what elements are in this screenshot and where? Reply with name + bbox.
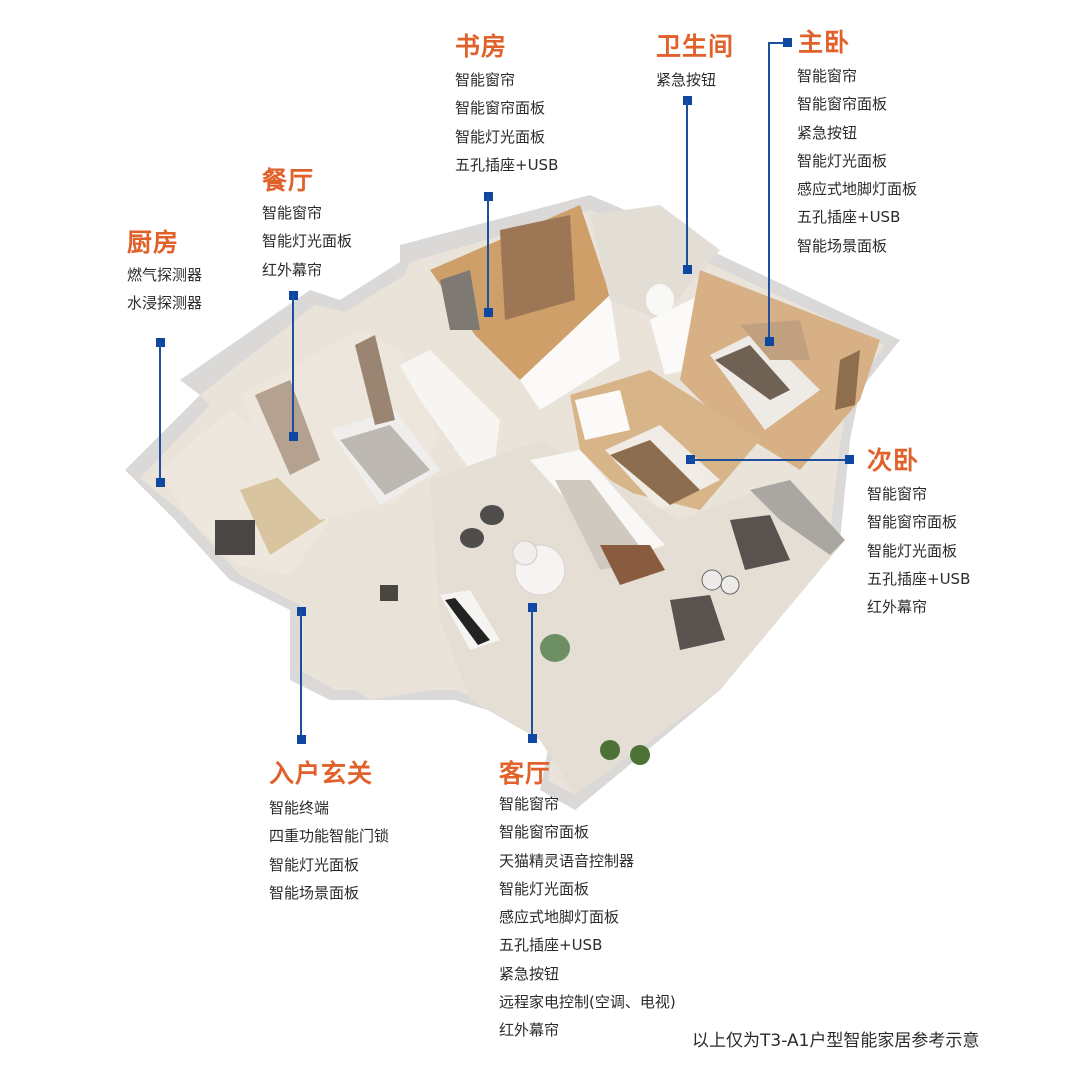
- connector-line: [292, 295, 294, 437]
- room-title: 次卧: [867, 446, 920, 475]
- device-item: 智能场景面板: [797, 236, 888, 255]
- device-item: 智能窗帘面板: [867, 513, 958, 532]
- device-list: 智能窗帘 智能窗帘面板 智能灯光面板 五孔插座+USB 红外幕帘: [867, 480, 970, 621]
- device-item: 水浸探测器: [127, 294, 203, 313]
- device-item: 智能窗帘: [499, 795, 560, 813]
- device-item: 紧急按钮: [656, 71, 717, 89]
- room-title: 书房: [455, 32, 508, 61]
- device-item: 五孔插座+USB: [867, 569, 971, 588]
- device-item: 红外幕帘: [867, 598, 928, 617]
- connector-dot: [289, 432, 298, 441]
- device-item: 智能终端: [269, 799, 330, 817]
- connector-dot: [156, 478, 165, 487]
- device-item: 五孔插座+USB: [797, 208, 901, 227]
- device-item: 红外幕帘: [262, 260, 323, 279]
- connector-dot: [528, 734, 537, 743]
- connector-line: [768, 42, 770, 342]
- footnote: 以上仅为T3-A1户型智能家居参考示意: [692, 1031, 980, 1051]
- device-item: 智能窗帘: [867, 485, 928, 503]
- device-item: 智能窗帘面板: [455, 99, 546, 118]
- room-title: 餐厅: [262, 166, 315, 195]
- connector-line: [300, 611, 302, 739]
- room-title: 厨房: [127, 228, 180, 257]
- device-list: 紧急按钮: [656, 66, 716, 94]
- device-item: 感应式地脚灯面板: [499, 908, 620, 927]
- connector-dot: [783, 38, 792, 47]
- device-item: 智能窗帘: [262, 204, 323, 222]
- connector-dot: [484, 308, 493, 317]
- device-item: 智能灯光面板: [269, 855, 360, 874]
- device-list: 燃气探测器 水浸探测器: [127, 261, 202, 318]
- device-item: 智能窗帘: [455, 71, 516, 89]
- connector-line: [768, 42, 785, 44]
- connector-line: [159, 342, 161, 482]
- device-item: 智能灯光面板: [455, 127, 546, 146]
- device-item: 五孔插座+USB: [499, 936, 603, 955]
- device-item: 智能窗帘: [797, 67, 858, 85]
- device-list: 智能终端 四重功能智能门锁 智能灯光面板 智能场景面板: [269, 794, 389, 907]
- device-item: 感应式地脚灯面板: [797, 180, 918, 199]
- device-item: 紧急按钮: [797, 123, 858, 142]
- device-item: 智能场景面板: [269, 883, 360, 902]
- device-list: 智能窗帘 智能灯光面板 红外幕帘: [262, 199, 352, 284]
- device-list: 智能窗帘 智能窗帘面板 天猫精灵语音控制器 智能灯光面板 感应式地脚灯面板 五孔…: [499, 790, 676, 1045]
- device-item: 五孔插座+USB: [455, 155, 559, 174]
- room-title: 主卧: [798, 28, 851, 57]
- connector-dot: [297, 735, 306, 744]
- device-item: 智能灯光面板: [797, 151, 888, 170]
- device-list: 智能窗帘 智能窗帘面板 智能灯光面板 五孔插座+USB: [455, 66, 558, 179]
- connector-dot: [765, 337, 774, 346]
- connector-dot: [845, 455, 854, 464]
- device-item: 智能窗帘面板: [499, 823, 590, 842]
- room-title: 入户玄关: [269, 759, 374, 788]
- device-item: 远程家电控制(空调、电视): [499, 993, 676, 1012]
- connector-line: [690, 459, 848, 461]
- room-title: 客厅: [499, 759, 552, 788]
- device-item: 智能灯光面板: [867, 541, 958, 560]
- connector-line: [487, 196, 489, 312]
- room-title: 卫生间: [656, 32, 735, 61]
- connector-line: [531, 607, 533, 737]
- device-item: 智能灯光面板: [499, 879, 590, 898]
- device-item: 天猫精灵语音控制器: [499, 851, 635, 870]
- device-item: 红外幕帘: [499, 1021, 560, 1040]
- device-item: 燃气探测器: [127, 266, 203, 284]
- device-item: 智能窗帘面板: [797, 95, 888, 114]
- connector-dot: [683, 265, 692, 274]
- device-list: 智能窗帘 智能窗帘面板 紧急按钮 智能灯光面板 感应式地脚灯面板 五孔插座+US…: [797, 62, 917, 260]
- device-item: 紧急按钮: [499, 964, 560, 983]
- device-item: 智能灯光面板: [262, 232, 353, 251]
- device-item: 四重功能智能门锁: [269, 827, 390, 846]
- connector-line: [686, 100, 688, 270]
